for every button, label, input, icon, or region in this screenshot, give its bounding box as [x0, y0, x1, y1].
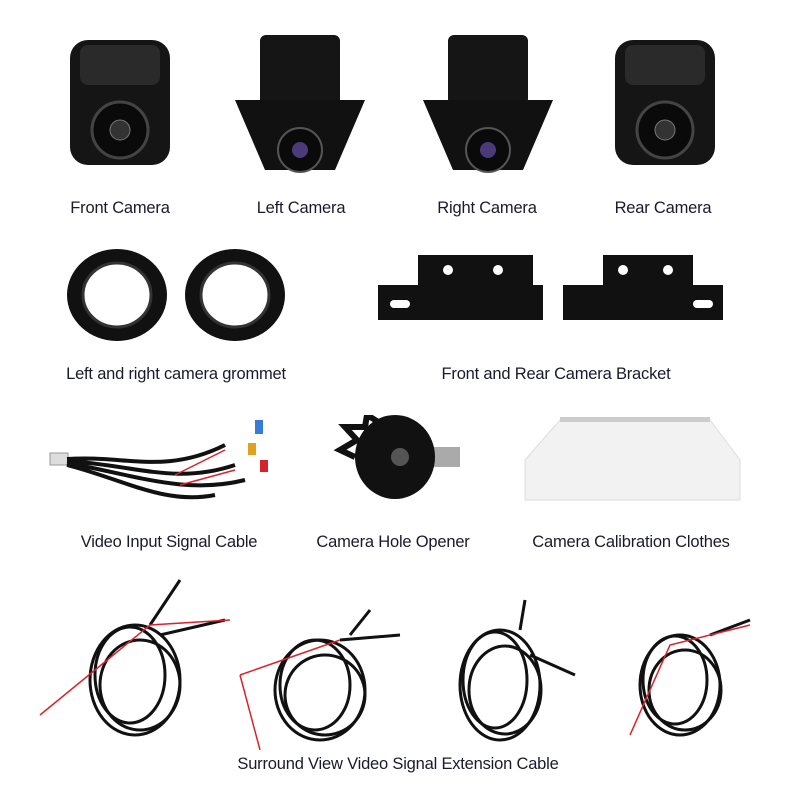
- video-input-cable-image: [49, 420, 268, 500]
- extension-cable-label: Surround View Video Signal Extension Cab…: [237, 755, 559, 773]
- video-cable-label: Video Input Signal Cable: [80, 533, 258, 551]
- rear-camera-label: Rear Camera: [614, 199, 712, 217]
- bracket-image: [378, 255, 723, 320]
- left-camera-image: [235, 35, 365, 173]
- left-camera-label: Left Camera: [256, 199, 346, 217]
- calibration-label: Camera Calibration Clothes: [532, 533, 730, 551]
- right-camera-label: Right Camera: [437, 199, 537, 217]
- hole-opener-label: Camera Hole Opener: [316, 533, 470, 551]
- calibration-cloth-image: [524, 417, 741, 501]
- right-camera-image: [423, 35, 553, 173]
- front-camera-image: [70, 40, 170, 165]
- rear-camera-image: [615, 40, 715, 165]
- grommet-label: Left and right camera grommet: [66, 365, 286, 383]
- bracket-label: Front and Rear Camera Bracket: [441, 365, 671, 383]
- front-camera-label: Front Camera: [70, 199, 170, 217]
- hole-opener-image: [333, 415, 460, 499]
- extension-cables-image: [39, 579, 751, 750]
- grommet-image: [67, 249, 285, 341]
